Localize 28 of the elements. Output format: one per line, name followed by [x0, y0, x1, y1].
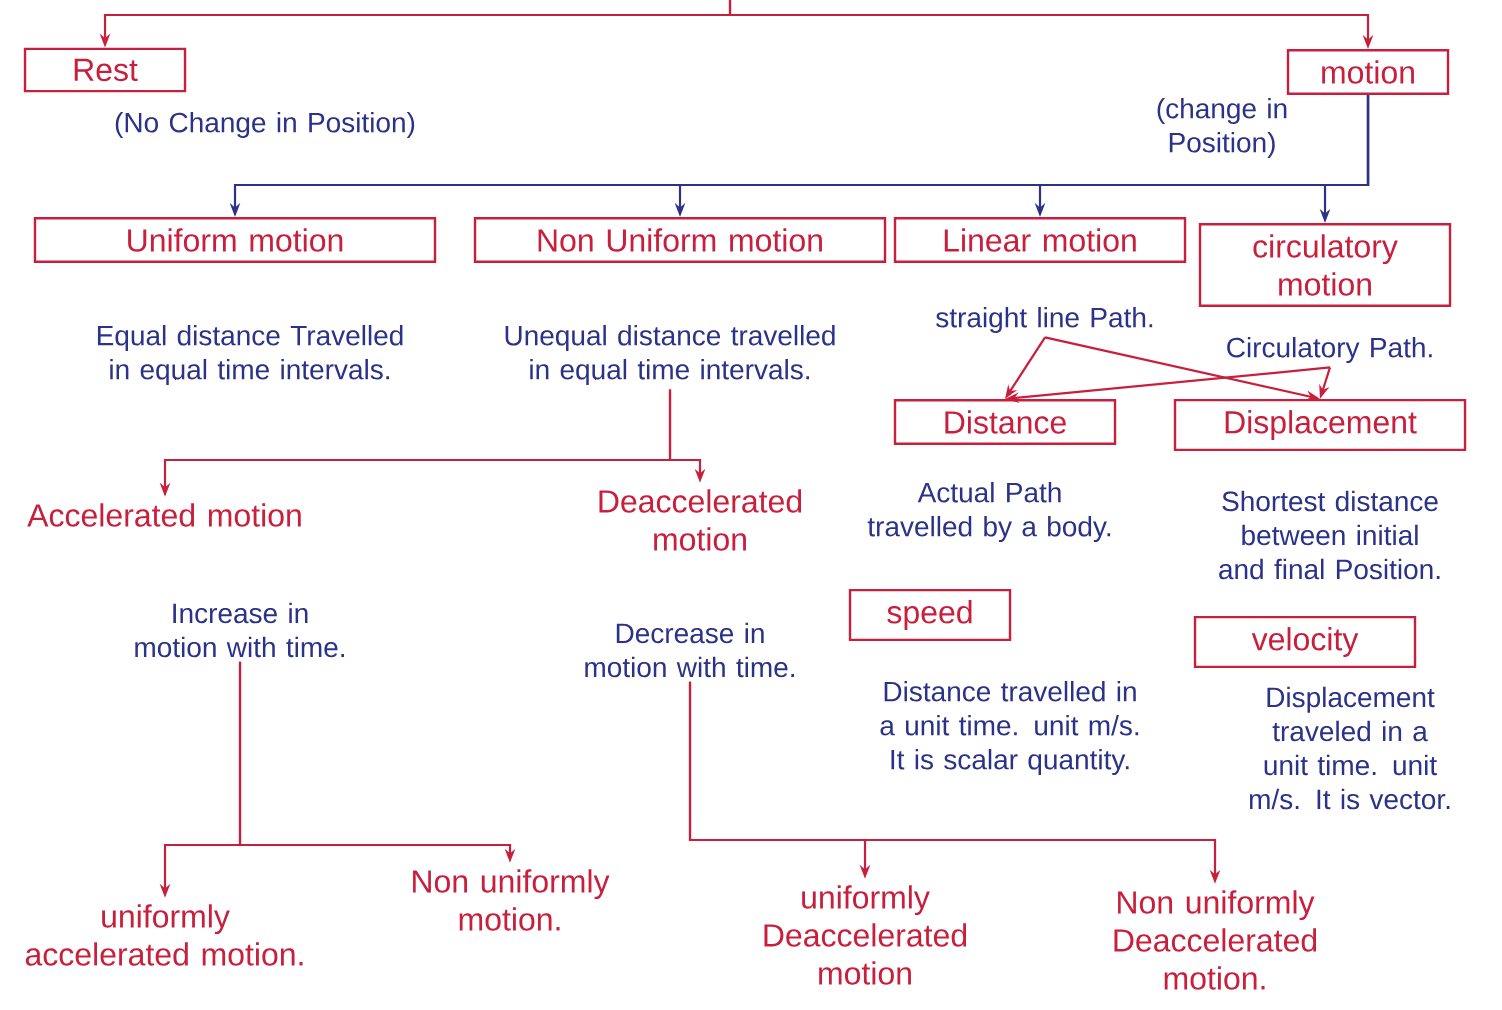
- heading-text: Accelerated motion: [27, 503, 301, 527]
- concept-box: Distance: [893, 399, 1117, 445]
- concept-box: motion: [1286, 49, 1450, 95]
- concept-box: Displacement: [1173, 398, 1467, 452]
- concept-box: speed: [848, 588, 1012, 642]
- description-text: Distance travelled in a unit time. unit m/s. It is scalar quantity.: [880, 680, 1139, 776]
- concept-box: circulatory motion: [1198, 223, 1452, 307]
- concept-box: Uniform motion: [33, 217, 437, 263]
- description-text: Unequal distance travelled in equal time intervals.: [505, 324, 835, 386]
- description-text: Shortest distance between initial and final Position.: [1219, 490, 1440, 580]
- heading-text: uniformly Deaccelerated motion: [764, 885, 967, 985]
- concept-box: Rest: [23, 47, 187, 93]
- description-text: Actual Path travelled by a body.: [867, 481, 1111, 543]
- description-text: Displacement traveled in a unit time. unit m/s. It is vector.: [1249, 686, 1450, 810]
- heading-text: Deaccelerated motion: [599, 489, 802, 551]
- description-text: Circulatory Path.: [1227, 336, 1432, 364]
- concept-box: Linear motion: [893, 217, 1187, 263]
- description-text: straight line Path.: [936, 306, 1153, 334]
- description-text: Equal distance Travelled in equal time intervals.: [97, 324, 403, 386]
- heading-text: Non uniformly Deaccelerated motion.: [1114, 890, 1317, 990]
- description-text: Decrease in motion with time.: [585, 622, 794, 678]
- description-text: (No Change in Position): [115, 111, 415, 139]
- heading-text: Non uniformly motion.: [413, 869, 610, 931]
- heading-text: uniformly accelerated motion.: [25, 904, 303, 966]
- description-text: Increase in motion with time.: [135, 602, 344, 658]
- concept-box: velocity: [1193, 615, 1417, 669]
- description-text: (change in Position): [1157, 97, 1287, 159]
- concept-box: Non Uniform motion: [473, 217, 887, 263]
